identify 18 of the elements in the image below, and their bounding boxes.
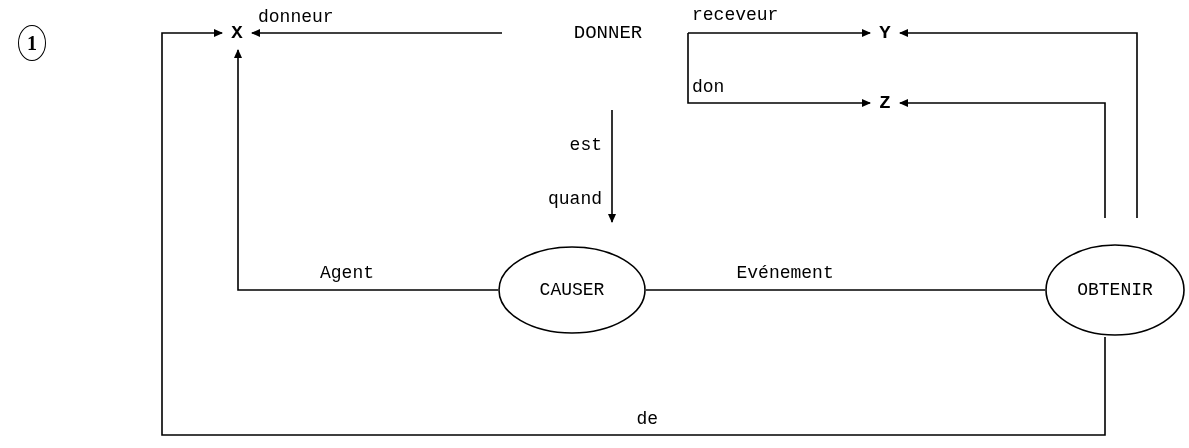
arrow [687,29,871,37]
arrow [899,99,1106,219]
edge-label: don [692,76,726,98]
connector-line [645,289,1046,291]
arrow [234,49,499,291]
ellipse-node: CAUSER [498,246,646,334]
edge-label: receveur [692,4,780,26]
arrow [899,29,1138,219]
edge-label: Evénement [736,262,835,284]
edge-label: de [636,408,660,430]
arrow [687,32,871,107]
arrow [608,109,616,223]
arrow [161,29,1106,436]
ellipse-node: OBTENIR [1045,244,1185,336]
arrow [251,29,503,37]
edge-label: Agent [320,262,375,284]
edge-label: est quand [547,134,602,211]
edge-label: donneur [258,6,335,28]
